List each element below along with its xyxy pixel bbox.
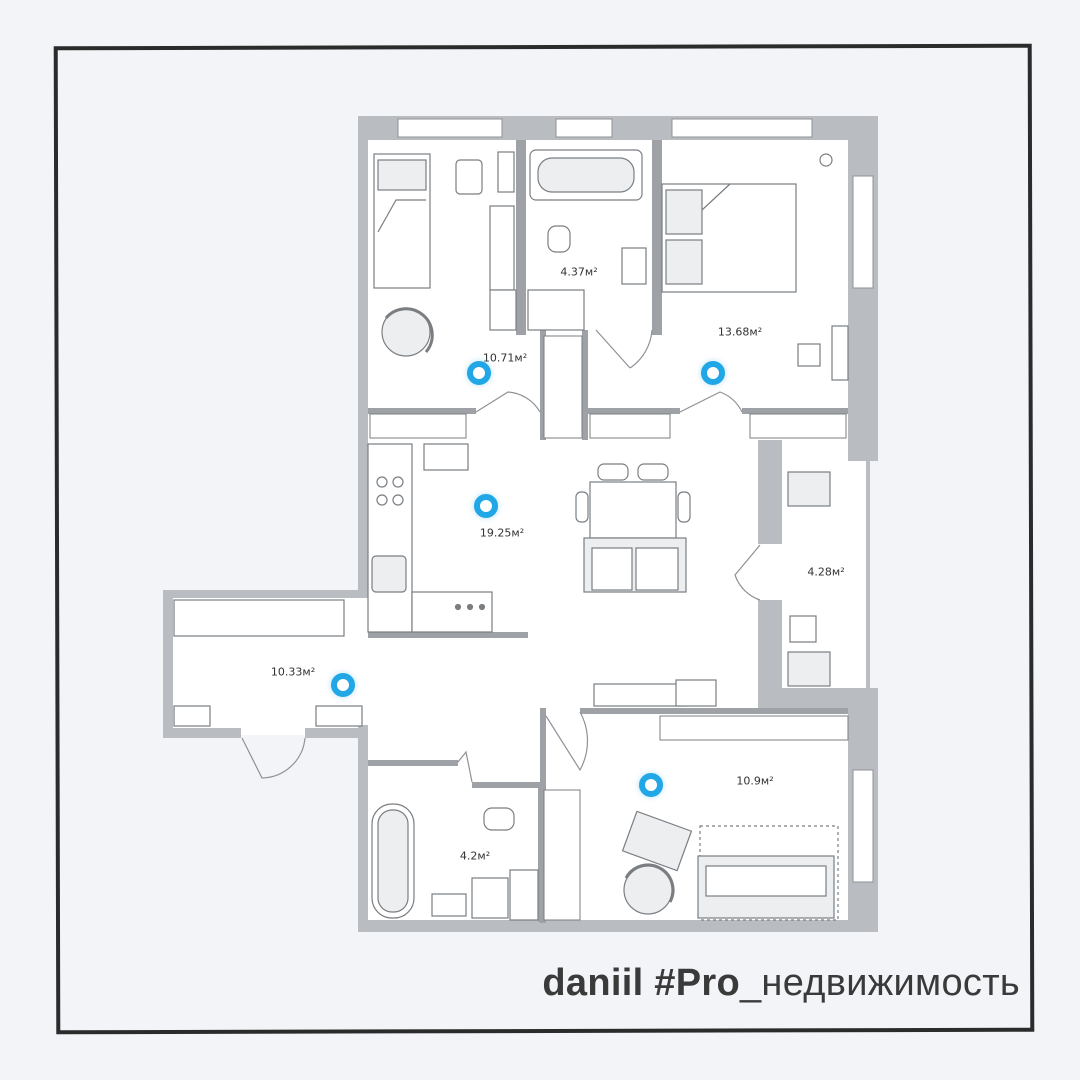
interior-walls <box>368 140 848 923</box>
hotspot-bedroom-bottom[interactable] <box>639 773 663 797</box>
watermark-author: daniil #Pro <box>542 962 740 1004</box>
kitchen-fixtures <box>367 443 493 633</box>
bathroom-top-fixtures <box>527 149 647 331</box>
door-swings <box>241 329 761 783</box>
bathroom-bottom-fixtures <box>371 803 539 921</box>
wardrobes <box>369 335 849 921</box>
bedroom-left-furniture <box>373 151 517 357</box>
room-area-bedroom-bottom: 10.9м² <box>736 774 774 788</box>
watermark-topic: _недвижимость <box>739 962 1020 1004</box>
room-area-balcony: 4.28м² <box>807 565 845 579</box>
room-area-hallway: 10.33м² <box>270 665 316 679</box>
room-area-bathroom-top: 4.37м² <box>560 265 598 279</box>
balcony-furniture <box>787 471 831 687</box>
room-area-bedroom-left: 10.71м² <box>482 351 528 365</box>
hotspot-kitchen-living[interactable] <box>474 494 498 518</box>
hallway-furniture <box>173 599 717 727</box>
room-area-bathroom-bottom: 4.2м² <box>459 849 491 863</box>
hotspot-bedroom-right[interactable] <box>701 361 725 385</box>
bedroom-right-furniture <box>661 153 849 381</box>
room-area-kitchen-living: 19.25м² <box>479 526 525 540</box>
bedroom-bottom-furniture <box>621 810 839 921</box>
hotspot-bedroom-left[interactable] <box>467 361 491 385</box>
room-area-bedroom-right: 13.68м² <box>717 325 763 339</box>
watermark: daniil #Pro_недвижимость <box>542 962 1020 1005</box>
dining-and-sofa <box>575 463 691 593</box>
hotspot-hallway[interactable] <box>331 673 355 697</box>
windows <box>397 118 874 883</box>
